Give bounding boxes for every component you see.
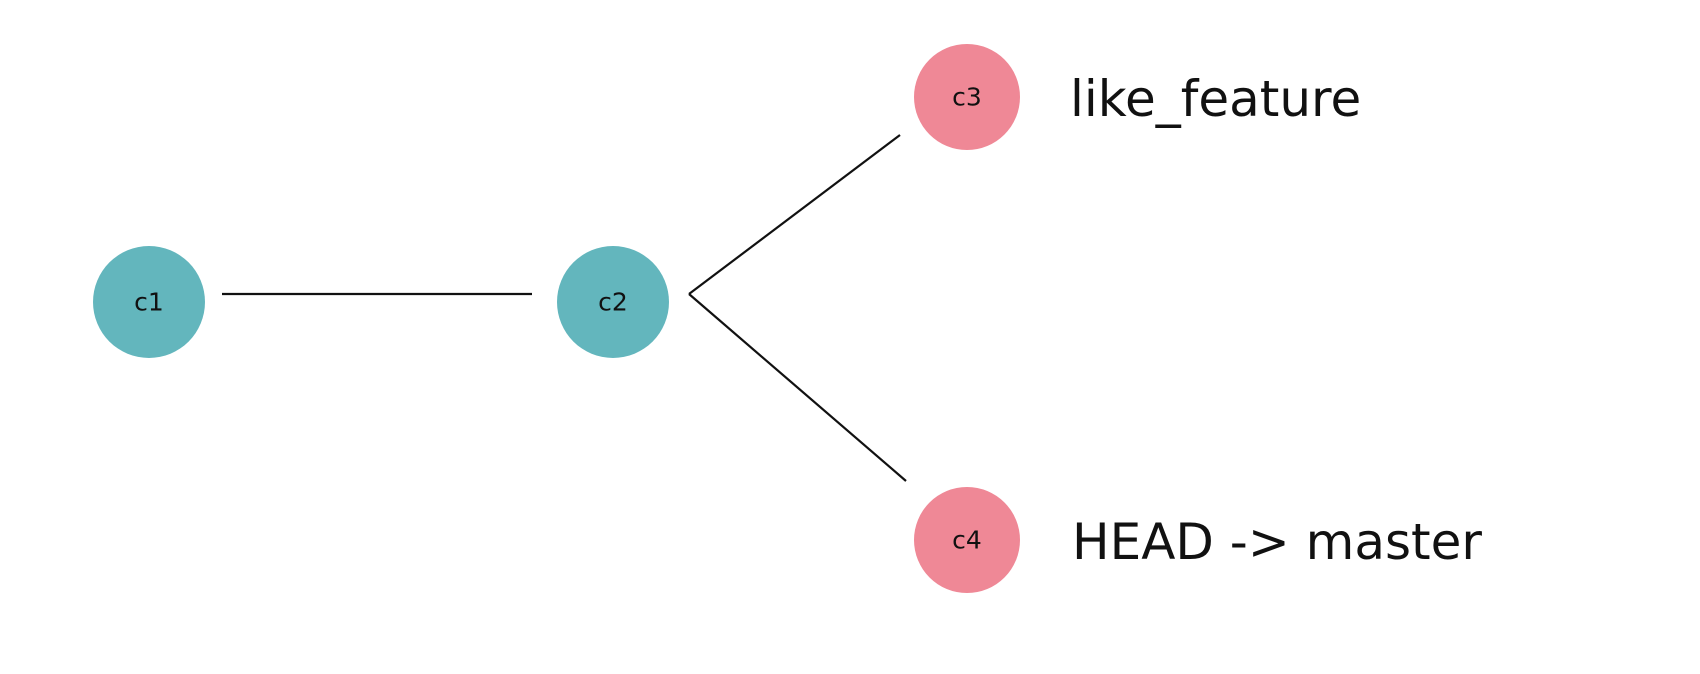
commit-label-c3: c3 [952, 83, 982, 112]
commit-label-c1: c1 [134, 288, 164, 317]
branch-label-like-feature: like_feature [1070, 70, 1361, 128]
commit-circle-c1 [93, 246, 205, 358]
commit-label-c4: c4 [952, 526, 982, 555]
commit-circle-c3 [914, 44, 1020, 150]
commit-node-c2[interactable]: c2 [557, 246, 669, 358]
commit-circle-c2 [557, 246, 669, 358]
commit-node-c3[interactable]: c3 [914, 44, 1020, 150]
edge-c2-c3 [688, 134, 901, 295]
commit-node-c4[interactable]: c4 [914, 487, 1020, 593]
branch-label-head-master: HEAD -> master [1072, 513, 1482, 571]
edge-c2-c4 [688, 293, 907, 482]
commit-label-c2: c2 [598, 288, 628, 317]
commit-node-c1[interactable]: c1 [93, 246, 205, 358]
commit-circle-c4 [914, 487, 1020, 593]
